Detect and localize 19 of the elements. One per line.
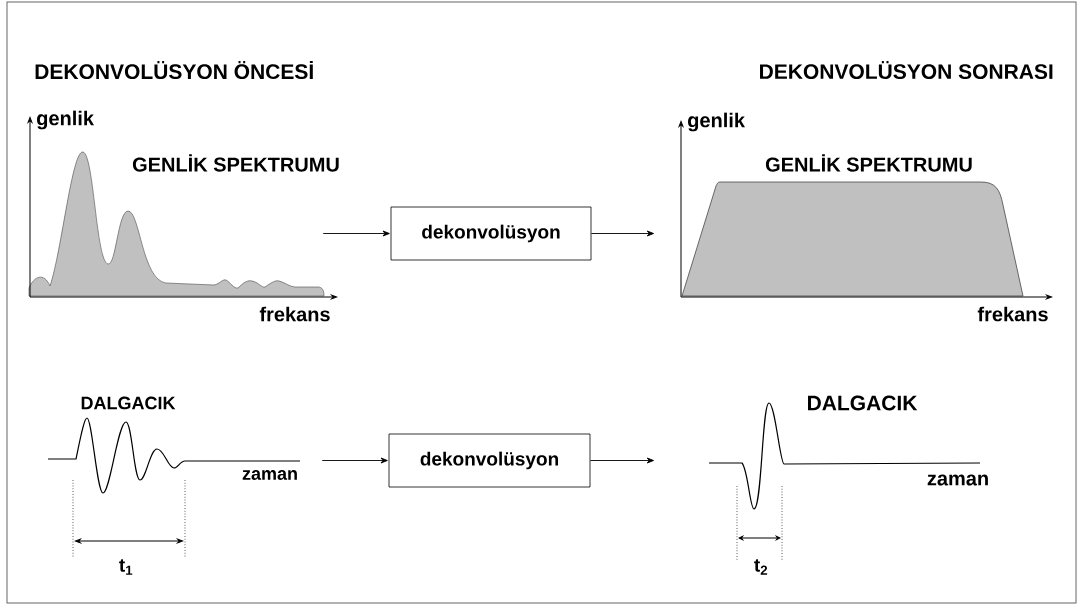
axis-label: frekans [259, 306, 330, 322]
axis-label: zaman [927, 474, 988, 486]
duration-label: t$_{1}$ [119, 559, 133, 575]
chart-title: GENLİK SPEKTRUMU [765, 154, 972, 172]
section-title: DEKONVOLÜSYON ÖNCESİ [35, 60, 313, 80]
arrow [322, 230, 390, 237]
arrow [321, 457, 388, 464]
axis-label: genlik [37, 110, 94, 130]
wavelet-title: DALGACIK [81, 396, 176, 410]
section-title: DEKONVOLÜSYON SONRASI [760, 60, 1053, 80]
arrow [590, 230, 655, 237]
process-box: dekonvolüsyon [390, 206, 592, 261]
axis-label: genlik [688, 112, 746, 132]
arrow [589, 457, 655, 464]
axis-label: zaman [242, 470, 297, 480]
duration-label: t$_{2}$ [754, 559, 768, 575]
wavelet-title: DALGACIK [808, 395, 918, 411]
process-box: dekonvolüsyon [388, 433, 591, 488]
axis-label: frekans [977, 306, 1048, 322]
